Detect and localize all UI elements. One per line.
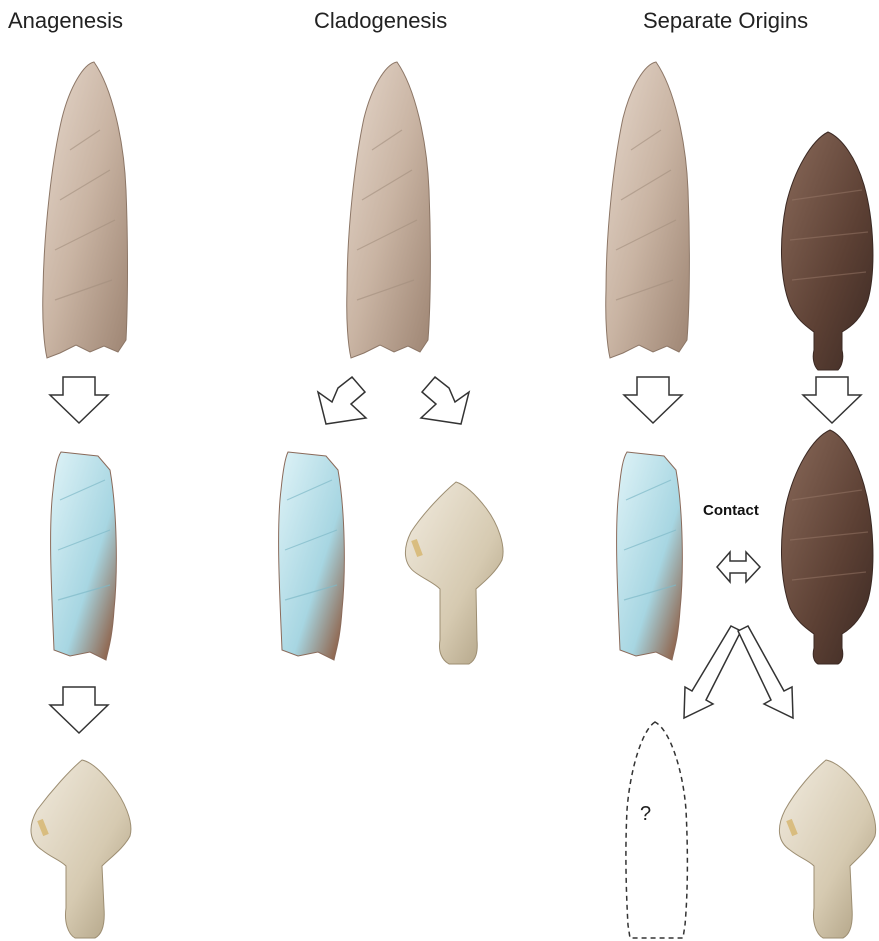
arrow-diagonal-left xyxy=(318,377,366,424)
arrow-down-1 xyxy=(50,377,108,423)
arrow-down-2 xyxy=(50,687,108,733)
clovis-point-separate xyxy=(606,62,690,358)
contact-double-arrow xyxy=(717,552,760,582)
blue-point-anagenesis xyxy=(51,452,117,660)
contact-label: Contact xyxy=(703,502,759,519)
brown-point-separate-top xyxy=(781,132,872,370)
arrow-split-left xyxy=(684,626,741,718)
blue-point-separate xyxy=(617,452,683,660)
arrow-split-right xyxy=(738,626,793,718)
arrow-down-3 xyxy=(624,377,682,423)
blue-point-cladogenesis xyxy=(279,452,345,660)
unknown-question-mark: ? xyxy=(640,803,651,826)
brown-point-separate-bottom xyxy=(781,430,872,664)
clovis-point-cladogenesis xyxy=(347,62,431,358)
arrow-diagonal-right xyxy=(421,377,469,424)
stemmed-point-anagenesis xyxy=(31,760,131,938)
unknown-point-outline xyxy=(626,722,687,938)
stemmed-point-separate xyxy=(779,760,875,938)
clovis-point-anagenesis xyxy=(43,62,128,358)
arrow-down-4 xyxy=(803,377,861,423)
stemmed-point-cladogenesis xyxy=(405,482,503,664)
